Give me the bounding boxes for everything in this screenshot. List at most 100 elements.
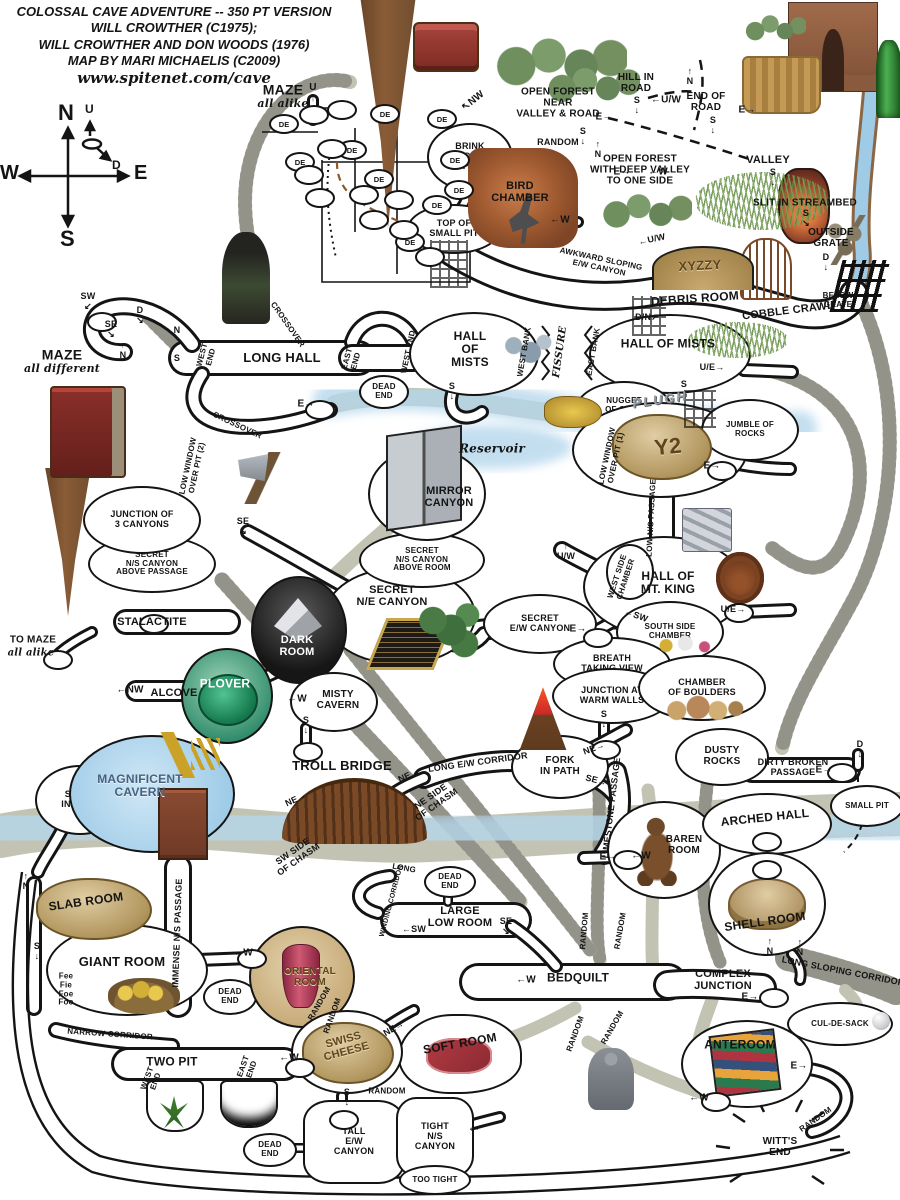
junction-node xyxy=(285,1058,315,1078)
grass2-icon xyxy=(688,322,788,358)
junction-node xyxy=(359,210,389,230)
junction-node xyxy=(305,188,335,208)
label-nw-alcove: ←NW xyxy=(116,684,144,696)
junction-node xyxy=(415,247,445,267)
cheese-rock-icon xyxy=(302,1022,394,1084)
junction-node xyxy=(827,763,857,783)
room-dead-end-giant: DEAD END xyxy=(203,979,257,1015)
label-se-large-low: SE ↘ xyxy=(499,916,513,936)
mirror-icon xyxy=(386,424,462,532)
label-n-shell: ↑ N xyxy=(796,937,804,957)
room-tight-ns-canyon: TIGHT N/S CANYON xyxy=(396,1097,474,1177)
label-hall-of-mists-e: HALL OF MISTS xyxy=(620,336,716,351)
label-hall-mt-king: HALL OF MT. KING xyxy=(640,568,696,596)
label-large-low: LARGE LOW ROOM xyxy=(427,904,493,929)
label-grate-d: D ↓ xyxy=(822,252,830,272)
junction-node xyxy=(327,100,357,120)
compass-s: S xyxy=(60,226,75,251)
boulders-icon xyxy=(662,692,744,724)
label-baren-room: BAREN ROOM xyxy=(665,834,703,856)
label-below-grate: BELOW GRATE xyxy=(822,291,854,309)
dead-end-node: DE xyxy=(444,180,474,200)
junction-node xyxy=(237,949,267,969)
label-s-misty: S ↓ xyxy=(302,715,310,735)
dead-end-node: DE xyxy=(427,109,457,129)
junction-node xyxy=(384,190,414,210)
junction-node xyxy=(305,400,335,420)
dead-end-node: DE xyxy=(440,150,470,170)
label-s-slab: S ↓ xyxy=(33,941,41,961)
label-ue-king: U/E→ xyxy=(720,604,746,615)
label-bird-chamber: BIRD CHAMBER xyxy=(491,179,549,204)
room-dead-end-winding: DEAD END xyxy=(424,866,476,898)
junction-node xyxy=(329,1110,359,1130)
dragon-icon xyxy=(412,592,487,660)
room-jumble-of-rocks: JUMBLE OF ROCKS xyxy=(701,399,799,461)
label-e-forest: E→ xyxy=(595,111,613,123)
compass-n: N xyxy=(58,100,74,125)
dwarf-icon xyxy=(588,1048,634,1110)
label-reservoir: Reservoir xyxy=(459,441,525,456)
title-line-1: COLOSSAL CAVE ADVENTURE -- 350 PT VERSIO… xyxy=(16,4,332,19)
label-s-longhall: S xyxy=(173,353,181,364)
junction-node xyxy=(752,860,782,880)
label-end-of-road-e: E→ xyxy=(738,104,756,116)
room-junction-3-canyons: JUNCTION OF 3 CANYONS xyxy=(83,486,201,554)
compass-d: D xyxy=(112,158,121,172)
label-maze-all-alike-sub: all alike xyxy=(257,96,309,110)
label-giant-room: GIANT ROOM xyxy=(78,953,166,969)
label-dark-room: DARK ROOM xyxy=(279,633,315,658)
label-dirty-broken: DIRTY BROKEN PASSAGE xyxy=(757,757,829,777)
xyzzy-mound-icon xyxy=(652,246,754,290)
label-slit: SLIT IN STREAMBED xyxy=(753,197,857,209)
label-forest-s: S ↓ xyxy=(579,126,587,146)
label-oriental: ORIENTAL ROOM xyxy=(284,966,336,988)
trees2-icon xyxy=(545,62,640,110)
trident-icon xyxy=(148,732,220,778)
junction-node xyxy=(299,105,329,125)
label-hall-of-mists-w: HALL OF MISTS xyxy=(451,329,489,370)
label-sw-maze: SW ↙ xyxy=(80,291,96,311)
label-random-forest: RANDOM xyxy=(537,137,579,148)
junction-node xyxy=(43,650,73,670)
label-s-mists: S ↓ xyxy=(448,381,456,401)
treasure-chest-icon xyxy=(413,22,479,72)
label-e-dirty: E→ xyxy=(815,764,833,776)
label-slit-s: S ↘ xyxy=(802,208,810,228)
axe-icon xyxy=(238,452,314,504)
label-s-swiss: S ↓ xyxy=(343,1087,351,1107)
label-e-baren: E→ xyxy=(599,851,617,863)
label-secret-ne-canyon: SECRET N/E CANYON xyxy=(356,583,428,608)
label-d-dirty: D ↓ xyxy=(856,739,864,759)
dead-end-node: DE xyxy=(269,114,299,134)
ming-vase-icon xyxy=(282,944,320,1008)
label-valley-s: S ↓ xyxy=(769,167,777,187)
junction-node xyxy=(724,603,754,623)
junction-node xyxy=(759,988,789,1008)
picnic-basket-icon xyxy=(742,56,821,114)
label-e-crossover: E→ xyxy=(297,398,315,410)
compass-rose: N W E S U D xyxy=(0,100,150,251)
room-witts-end: WITT'S END xyxy=(762,1136,798,1158)
label-ue-mists: U/E→ xyxy=(699,362,725,373)
junction-node xyxy=(349,185,379,205)
title-line-3: WILL CROWTHER AND DON WOODS (1976) xyxy=(38,36,310,52)
label-w-oriental: ←W xyxy=(233,947,253,959)
gold-nugget-icon xyxy=(544,396,602,428)
label-maze-all-alike: MAZE xyxy=(262,81,304,98)
label-w-baren: ←W xyxy=(631,850,651,862)
map-title: COLOSSAL CAVE ADVENTURE -- 350 PT VERSIO… xyxy=(6,4,342,88)
junction-node xyxy=(583,628,613,648)
label-to-maze-sub: all alike xyxy=(7,647,55,659)
room-dusty-rocks: DUSTY ROCKS xyxy=(675,728,769,786)
junction-node xyxy=(294,165,324,185)
label-n-maze: ↑ N xyxy=(119,340,127,360)
east-pit-icon xyxy=(220,1080,278,1128)
snake-icon xyxy=(716,552,764,604)
clam-icon xyxy=(728,878,806,930)
compass-lines xyxy=(17,119,131,229)
junction-node xyxy=(139,614,169,634)
label-end-of-road-s: S ↓ xyxy=(709,115,717,135)
grass-icon xyxy=(695,172,830,230)
